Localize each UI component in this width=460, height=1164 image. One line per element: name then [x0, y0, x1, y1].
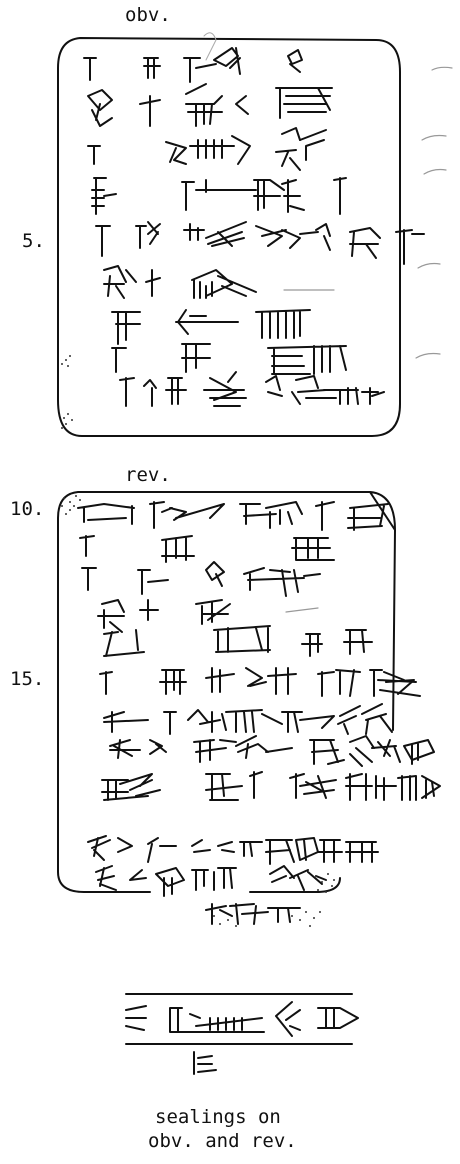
reverse-tablet-outline [57, 491, 396, 893]
reverse-line-18 [101, 771, 441, 801]
caption-line-2: obv. and rev. [148, 1130, 297, 1152]
reverse-line-15 [99, 667, 421, 697]
reverse-line-19 [87, 835, 379, 865]
reverse-line-13 [97, 599, 231, 633]
obverse-line-6 [103, 265, 257, 299]
obverse-line-3 [87, 127, 327, 171]
sealing-impression [125, 993, 359, 1075]
reverse-label: rev. [125, 464, 171, 486]
obverse-line-5 [95, 221, 425, 265]
reverse-line-16 [103, 703, 393, 735]
obverse-line-9 [119, 371, 385, 407]
reverse-line-17 [109, 735, 435, 767]
obverse-line-4 [91, 177, 347, 215]
obverse-label: obv. [125, 4, 171, 26]
line-number-15: 15. [10, 668, 45, 690]
reverse-line-20 [95, 865, 327, 897]
reverse-line-11 [79, 535, 335, 563]
reverse-line-12 [81, 561, 321, 597]
line-number-10: 10. [10, 498, 45, 520]
obverse-line-2 [87, 83, 333, 127]
reverse-line-10 [77, 501, 389, 531]
reverse-line-14 [103, 625, 373, 657]
caption-line-1: sealings on [155, 1106, 281, 1128]
obverse-line-1 [83, 47, 303, 83]
reverse-line-21 [205, 903, 301, 925]
obverse-line-8 [111, 343, 347, 375]
obverse-line-7 [111, 309, 311, 345]
obverse-tablet-outline [57, 37, 401, 437]
line-number-5: 5. [22, 230, 45, 252]
